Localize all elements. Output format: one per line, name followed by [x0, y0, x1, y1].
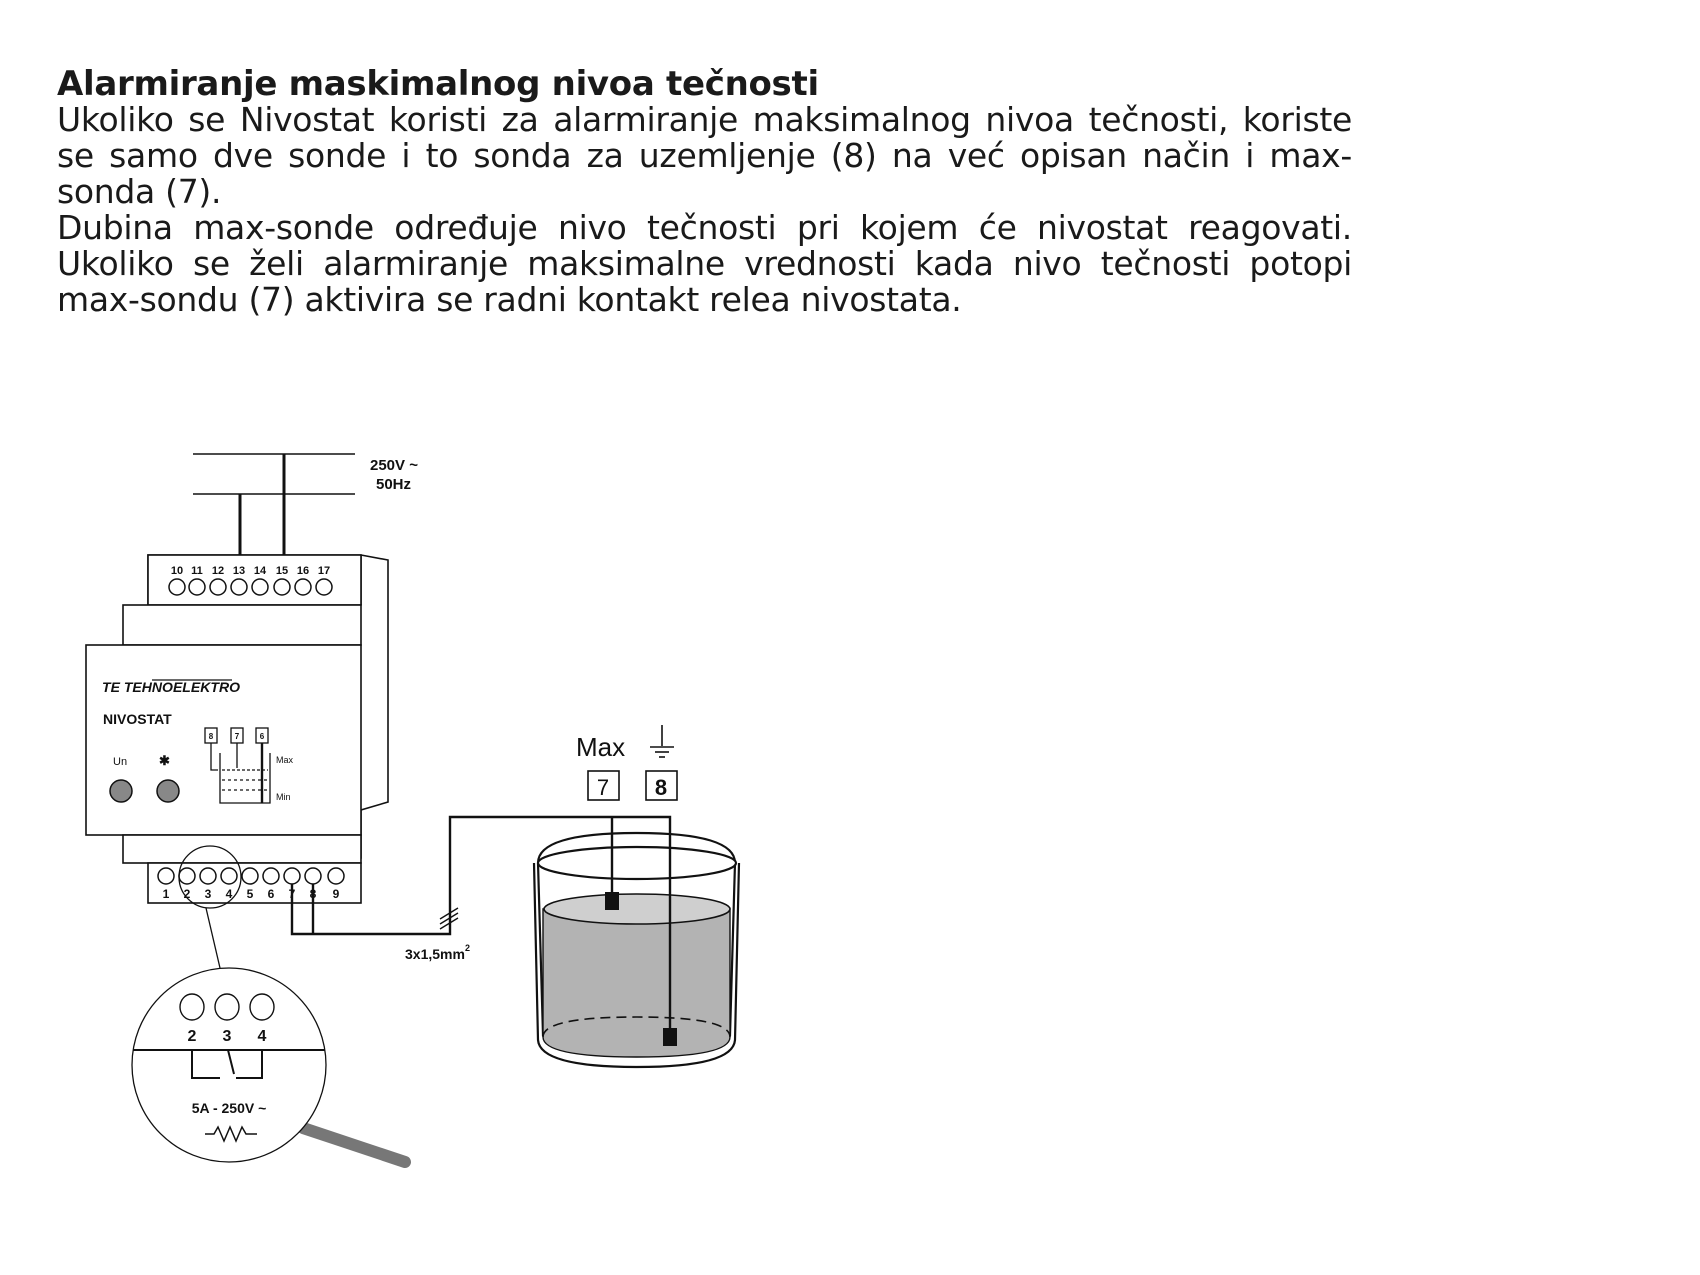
terminal-label: 4 [226, 887, 233, 901]
terminal-label: 3 [205, 887, 212, 901]
ground-probe [663, 1028, 677, 1046]
relay-contact-detail [132, 993, 326, 1143]
terminal-label: 12 [212, 565, 224, 577]
heading: Alarmiranje maskimalnog nivoa tečnosti [57, 64, 819, 104]
probe-ground-terminal: 8 [655, 775, 667, 800]
ground-icon [650, 725, 674, 758]
top-terminal-block [168, 578, 333, 596]
detail-terminal-labels: 2 3 4 [188, 1028, 267, 1045]
terminal-box-8 [645, 770, 678, 801]
cable-spec: 3x1,5mm2 [405, 943, 470, 962]
indicator-relay-label: ✱ [159, 753, 170, 768]
bottom-terminal-block [157, 867, 345, 885]
mini-probe-label: 8 [209, 732, 214, 741]
probes [605, 832, 677, 1046]
terminal-label: 2 [184, 887, 191, 901]
paragraph: Dubina max-sonde određuje nivo tečnosti … [57, 208, 1352, 319]
terminal-label: 17 [318, 565, 330, 577]
document-text: Alarmiranje maskimalnog nivoa tečnosti U… [57, 66, 1352, 318]
level-max-label: Max [276, 755, 294, 765]
terminal-label: 9 [333, 887, 340, 901]
liquid-tank [532, 831, 741, 1069]
level-pictogram-labels: 8 7 6 [209, 732, 265, 741]
detail-terminal-label: 3 [223, 1028, 232, 1045]
brand-text: TE TEHNOELEKTRO [102, 679, 240, 695]
terminal-label: 5 [247, 887, 254, 901]
contact-rating: 5A - 250V ~ [192, 1100, 267, 1116]
supply-frequency: 50Hz [376, 476, 411, 493]
paragraph: Ukoliko se Nivostat koristi za alarmiran… [57, 100, 1352, 211]
brand-logo: TE TEHNOELEKTRO [102, 679, 240, 695]
terminal-label: 15 [276, 565, 288, 577]
indicator-un-led [109, 779, 133, 803]
mini-probe-label: 6 [260, 732, 265, 741]
terminal-label: 16 [297, 565, 309, 577]
level-pictogram [204, 727, 271, 804]
terminal-label: 10 [171, 565, 183, 577]
terminal-label: 1 [163, 887, 170, 901]
probe-cable [290, 815, 672, 936]
supply-voltage: 250V ~ [370, 457, 418, 474]
terminal-label: 11 [191, 565, 203, 577]
max-probe [605, 892, 619, 910]
terminal-box-7 [587, 770, 620, 801]
magnifier [131, 845, 411, 1168]
terminal-label: 14 [254, 565, 267, 577]
indicator-relay-led [156, 779, 180, 803]
detail-terminal-label: 2 [188, 1028, 197, 1045]
indicator-un-label: Un [113, 756, 127, 768]
terminal-label: 13 [233, 565, 245, 577]
level-min-label: Min [276, 792, 291, 802]
detail-terminal-label: 4 [258, 1028, 267, 1045]
power-lines [193, 453, 355, 558]
probe-max-label: Max [576, 732, 625, 762]
device-name: NIVOSTAT [103, 711, 172, 727]
top-terminal-labels: 10 11 12 13 14 15 16 17 [171, 565, 330, 577]
terminal-label: 6 [268, 887, 275, 901]
mini-probe-label: 7 [235, 732, 240, 741]
probe-max-terminal: 7 [597, 775, 609, 800]
resistor-icon [205, 1125, 257, 1143]
